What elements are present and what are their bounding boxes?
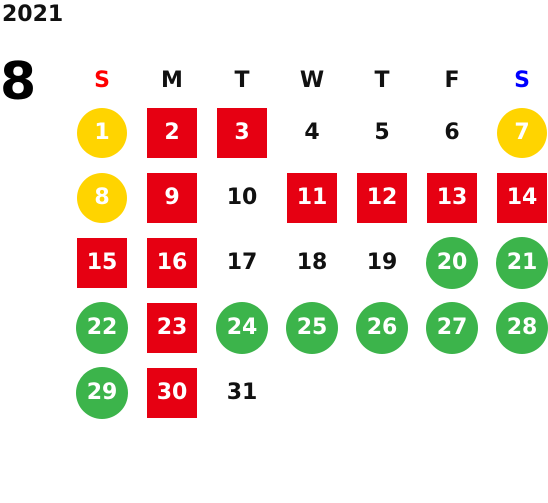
day-18-plain-mark: 18 xyxy=(296,250,328,275)
calendar-day-cell[interactable]: 10 xyxy=(207,165,277,230)
calendar-day-cell[interactable]: 14 xyxy=(487,165,548,230)
day-11-red-mark: 11 xyxy=(287,172,337,223)
calendar-empty-cell xyxy=(277,360,347,425)
day-21-green-mark: 21 xyxy=(496,236,548,289)
weekday-header-tue: T xyxy=(234,67,250,93)
weekday-header-mon: M xyxy=(161,67,183,93)
day-23-red-mark: 23 xyxy=(147,302,197,353)
day-19-plain-mark: 19 xyxy=(366,250,398,275)
calendar-day-cell[interactable]: 30 xyxy=(137,360,207,425)
calendar-day-cell[interactable]: 22 xyxy=(67,295,137,360)
calendar-day-cell[interactable]: 19 xyxy=(347,230,417,295)
calendar-day-cell[interactable]: 11 xyxy=(277,165,347,230)
day-12-red-mark: 12 xyxy=(357,172,407,223)
day-7-yellow-mark: 7 xyxy=(497,107,547,158)
calendar-day-cell[interactable]: 28 xyxy=(487,295,548,360)
day-13-red-mark: 13 xyxy=(427,172,477,223)
day-31-plain-mark: 31 xyxy=(226,380,258,405)
day-14-red-mark: 14 xyxy=(497,172,547,223)
calendar-day-cell[interactable]: 25 xyxy=(277,295,347,360)
day-24-green-mark: 24 xyxy=(216,301,268,354)
day-4-plain-mark: 4 xyxy=(304,120,320,145)
calendar-day-cell[interactable]: 8 xyxy=(67,165,137,230)
calendar-day-cell[interactable]: 16 xyxy=(137,230,207,295)
day-29-green-mark: 29 xyxy=(76,366,128,419)
calendar-empty-cell xyxy=(487,360,548,425)
calendar-day-cell[interactable]: 12 xyxy=(347,165,417,230)
calendar-day-cell[interactable]: 31 xyxy=(207,360,277,425)
day-5-plain-mark: 5 xyxy=(374,120,390,145)
calendar-day-cell[interactable]: 24 xyxy=(207,295,277,360)
day-30-red-mark: 30 xyxy=(147,367,197,418)
day-26-green-mark: 26 xyxy=(356,301,408,354)
calendar-day-cell[interactable]: 18 xyxy=(277,230,347,295)
weekday-header-wed: W xyxy=(299,67,325,93)
calendar-year: 2021 xyxy=(2,2,64,27)
calendar-day-cell[interactable]: 6 xyxy=(417,100,487,165)
calendar-day-cell[interactable]: 1 xyxy=(67,100,137,165)
day-25-green-mark: 25 xyxy=(286,301,338,354)
day-20-green-mark: 20 xyxy=(426,236,478,289)
day-6-plain-mark: 6 xyxy=(444,120,460,145)
day-2-red-mark: 2 xyxy=(147,107,197,158)
day-10-plain-mark: 10 xyxy=(226,185,258,210)
weekday-header-sun: S xyxy=(94,67,110,93)
calendar-day-cell[interactable]: 7 xyxy=(487,100,548,165)
day-17-plain-mark: 17 xyxy=(226,250,258,275)
weekday-header-sat: S xyxy=(514,67,530,93)
day-8-yellow-mark: 8 xyxy=(77,172,127,223)
calendar-day-cell[interactable]: 23 xyxy=(137,295,207,360)
day-22-green-mark: 22 xyxy=(76,301,128,354)
calendar-day-cell[interactable]: 2 xyxy=(137,100,207,165)
calendar-month: 8 xyxy=(0,52,37,112)
calendar-day-cell[interactable]: 26 xyxy=(347,295,417,360)
calendar-day-cell[interactable]: 21 xyxy=(487,230,548,295)
day-16-red-mark: 16 xyxy=(147,237,197,288)
day-9-red-mark: 9 xyxy=(147,172,197,223)
weekday-header-thu: T xyxy=(374,67,390,93)
calendar-day-cell[interactable]: 9 xyxy=(137,165,207,230)
calendar-day-cell[interactable]: 17 xyxy=(207,230,277,295)
day-3-red-mark: 3 xyxy=(217,107,267,158)
calendar-empty-cell xyxy=(347,360,417,425)
calendar-day-cell[interactable]: 3 xyxy=(207,100,277,165)
calendar-day-cell[interactable]: 20 xyxy=(417,230,487,295)
calendar-day-cell[interactable]: 4 xyxy=(277,100,347,165)
calendar-day-cell[interactable]: 13 xyxy=(417,165,487,230)
calendar-day-cell[interactable]: 5 xyxy=(347,100,417,165)
calendar-day-cell[interactable]: 29 xyxy=(67,360,137,425)
weekday-header-fri: F xyxy=(444,67,460,93)
day-15-red-mark: 15 xyxy=(77,237,127,288)
day-1-yellow-mark: 1 xyxy=(77,107,127,158)
calendar-empty-cell xyxy=(417,360,487,425)
day-28-green-mark: 28 xyxy=(496,301,548,354)
calendar-day-cell[interactable]: 27 xyxy=(417,295,487,360)
calendar-day-cell[interactable]: 15 xyxy=(67,230,137,295)
day-27-green-mark: 27 xyxy=(426,301,478,354)
